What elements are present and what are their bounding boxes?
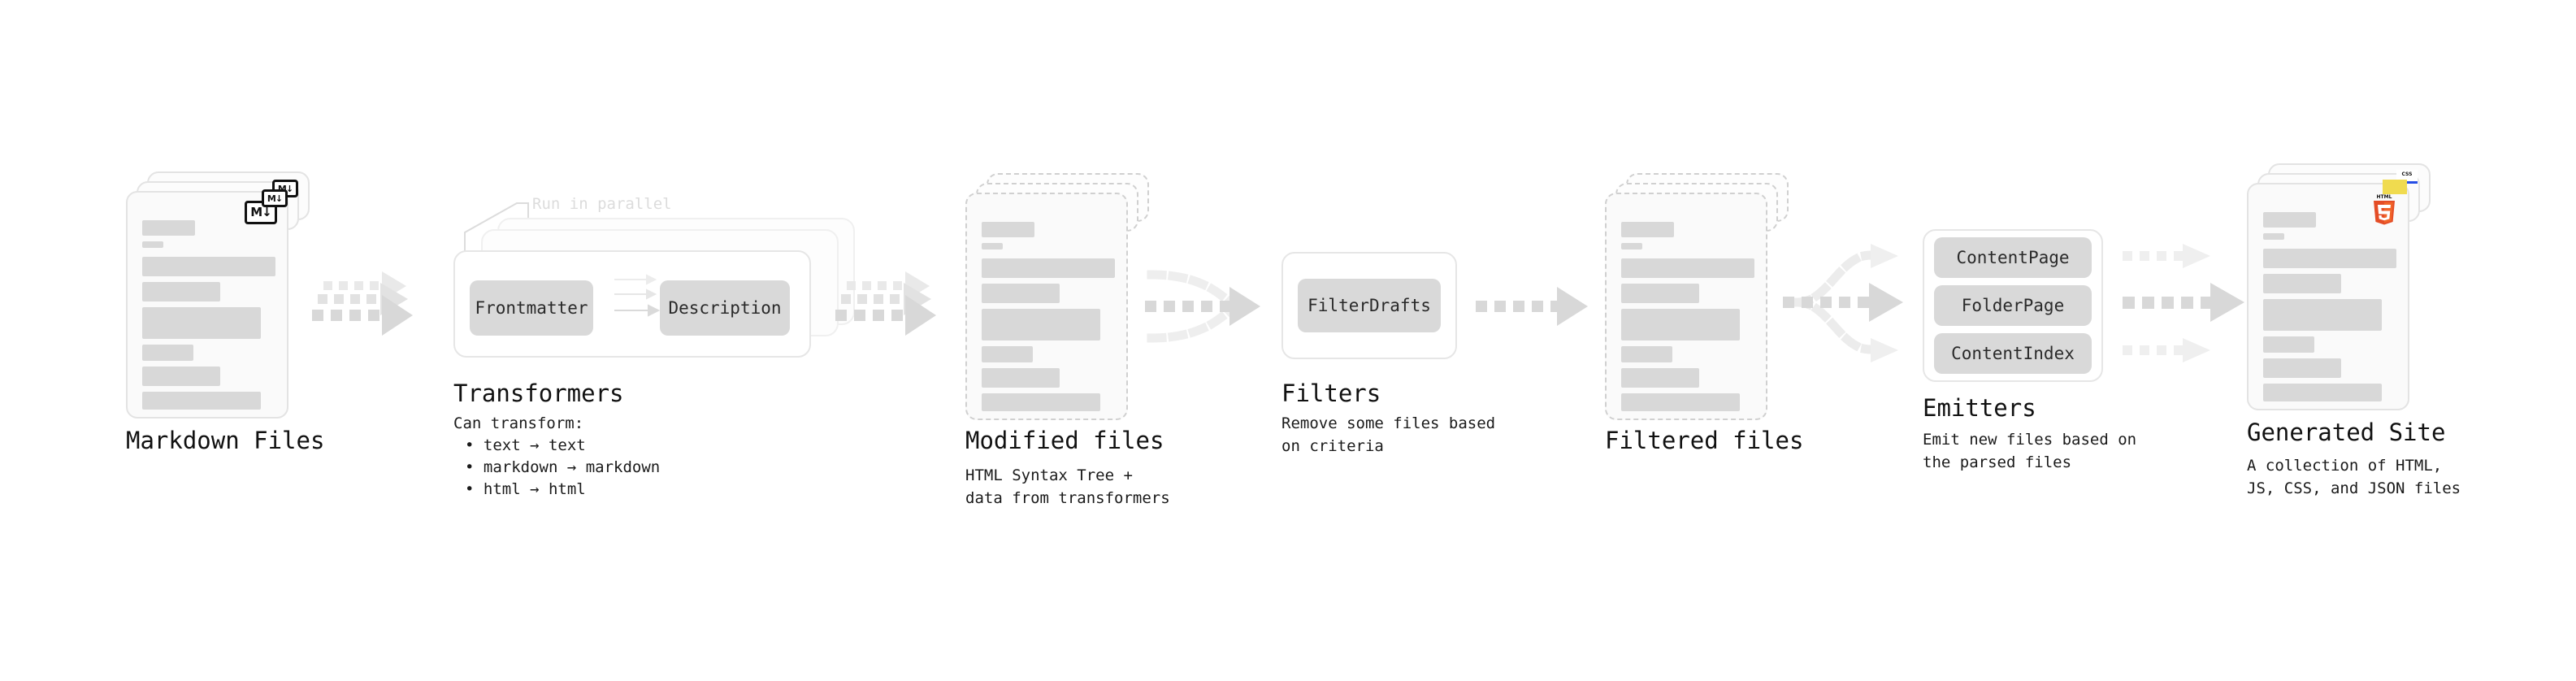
markdown-icon: M↓: [262, 189, 288, 207]
html5-icon: HTML: [2374, 194, 2395, 225]
chip-contentpage[interactable]: ContentPage: [1934, 237, 2092, 278]
filters-subtitle: Remove some files based on criteria: [1281, 414, 1496, 455]
doc-content-lines: [982, 222, 1115, 417]
transformers-list-item: • text → text: [465, 436, 586, 454]
arrow-markdown-to-transformers: [312, 271, 413, 336]
arrow-transformers-to-modified: [835, 271, 936, 336]
transformer-inner-arrows: [614, 274, 661, 317]
generated-site-subtitle: A collection of HTML, JS, CSS, and JSON …: [2247, 457, 2461, 497]
arrow-filters-to-filtered: [1476, 287, 1588, 326]
doc-sheet-front: M↓: [126, 191, 288, 419]
doc-content-lines: [2263, 212, 2396, 407]
chip-label: ContentPage: [1956, 248, 2070, 267]
page-title-emitters: Emitters: [1923, 394, 2036, 422]
page-title-generated-site: Generated Site: [2247, 419, 2446, 446]
chip-label: FolderPage: [1961, 296, 2065, 315]
page-title-filters: Filters: [1281, 380, 1381, 407]
js-icon: [2383, 180, 2407, 194]
page-title-filtered-files: Filtered files: [1605, 427, 1804, 454]
transformers-list-item: • markdown → markdown: [465, 458, 661, 476]
arrow-filtered-to-emitters: [1783, 244, 1903, 362]
chip-filterdrafts[interactable]: FilterDrafts: [1298, 279, 1441, 332]
doc-sheet-front: HTML: [2247, 183, 2409, 410]
transformers-list-item: • html → html: [465, 480, 586, 498]
chip-folderpage[interactable]: FolderPage: [1934, 285, 2092, 326]
page-title-markdown-files: Markdown Files: [126, 427, 325, 454]
run-in-parallel-label: Run in parallel: [532, 195, 672, 213]
chip-label: Description: [668, 298, 782, 318]
chip-frontmatter[interactable]: Frontmatter: [470, 280, 593, 336]
doc-sheet-front: [1605, 193, 1767, 420]
page-title-modified-files: Modified files: [965, 427, 1164, 454]
chip-label: FilterDrafts: [1308, 296, 1431, 315]
chip-contentindex[interactable]: ContentIndex: [1934, 333, 2092, 374]
modified-files-subtitle: HTML Syntax Tree + data from transformer…: [965, 466, 1170, 507]
page-title-transformers: Transformers: [453, 380, 624, 407]
transformers-subtitle: Can transform:: [453, 414, 584, 432]
chip-label: Frontmatter: [475, 298, 588, 318]
doc-sheet-front: [965, 193, 1128, 420]
doc-content-lines: [142, 220, 275, 415]
chip-description[interactable]: Description: [660, 280, 790, 336]
svg-text:HTML: HTML: [2377, 194, 2392, 200]
parallel-bracket: [464, 202, 529, 252]
arrow-emitters-to-site: [2123, 244, 2244, 362]
arrow-modified-to-filters: [1145, 270, 1260, 343]
doc-content-lines: [1621, 222, 1754, 417]
emitters-subtitle: Emit new files based on the parsed files: [1923, 431, 2137, 471]
chip-label: ContentIndex: [1951, 344, 2075, 363]
